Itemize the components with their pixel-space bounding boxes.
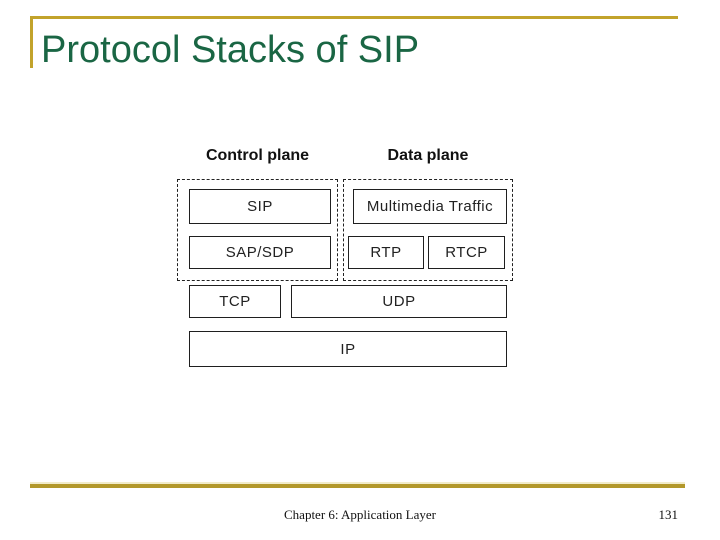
footer-gold-rule: [30, 482, 685, 488]
box-rtp: RTP: [348, 236, 424, 269]
footer-text: Chapter 6: Application Layer: [284, 507, 436, 522]
page-title: Protocol Stacks of SIP: [41, 29, 420, 71]
box-multimedia-traffic: Multimedia Traffic: [353, 189, 507, 224]
footer-gold-rule-dark: [30, 484, 685, 488]
top-gold-rule: [30, 16, 678, 19]
box-sip: SIP: [189, 189, 331, 224]
box-sap-sdp: SAP/SDP: [189, 236, 331, 269]
page-number: 131: [658, 507, 679, 522]
footer-gold-rule-light: [30, 482, 685, 484]
box-udp: UDP: [291, 285, 507, 318]
box-rtcp: RTCP: [428, 236, 505, 269]
control-plane-dashed-box: [177, 179, 338, 281]
box-ip: IP: [189, 331, 507, 367]
column-label-control-plane: Control plane: [205, 147, 310, 164]
data-plane-dashed-box: [343, 179, 513, 281]
column-label-data-plane: Data plane: [387, 147, 469, 164]
title-accent-bar: [30, 16, 33, 68]
box-tcp: TCP: [189, 285, 281, 318]
